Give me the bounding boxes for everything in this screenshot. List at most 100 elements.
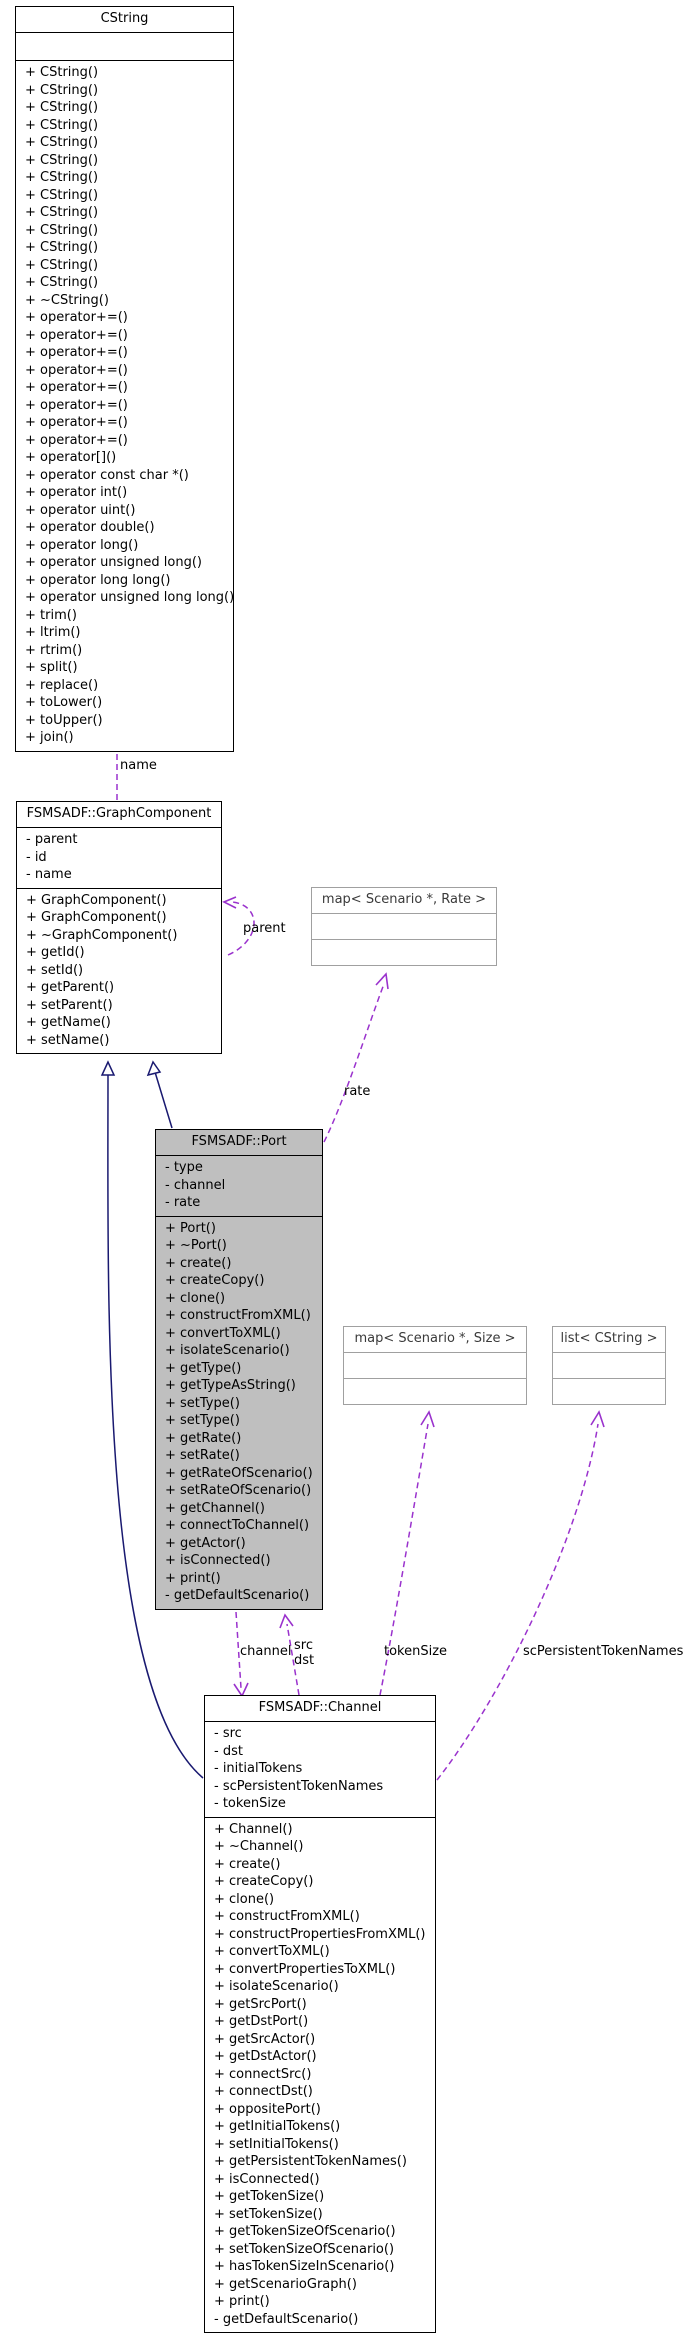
class-map-scenario-size[interactable]: map< Scenario *, Size > bbox=[343, 1326, 527, 1405]
class-method: + setRateOfScenario() bbox=[165, 1483, 312, 1498]
class-method: + getRateOfScenario() bbox=[165, 1465, 313, 1481]
class-method: + setTokenSizeOfScenario() bbox=[214, 2241, 395, 2257]
edge-token-size bbox=[379, 1423, 429, 1696]
class-method: + getActor() bbox=[165, 1535, 246, 1551]
class-method: + operator+=() bbox=[25, 432, 128, 448]
class-method: + oppositePort() bbox=[214, 2101, 321, 2117]
class-list-cstring[interactable]: list< CString > bbox=[552, 1326, 666, 1405]
class-title: FSMSADF::Port bbox=[191, 1134, 287, 1149]
class-map-scenario-rate[interactable]: map< Scenario *, Rate > bbox=[311, 887, 497, 966]
class-method: + operator uint() bbox=[25, 502, 136, 518]
attribute-section: - parent- id- name bbox=[17, 827, 221, 888]
class-method: + getInitialTokens() bbox=[214, 2119, 341, 2134]
class-method: + operator int() bbox=[25, 485, 128, 500]
class-method: + replace() bbox=[25, 677, 99, 693]
method-section: + Port()+ ~Port()+ create()+ createCopy(… bbox=[156, 1215, 322, 1609]
class-method: + GraphComponent() bbox=[26, 910, 167, 925]
edge-label-src: src bbox=[294, 1638, 313, 1653]
edge-parent bbox=[227, 901, 255, 956]
class-title: list< CString > bbox=[560, 1331, 658, 1346]
class-method: + getId() bbox=[26, 945, 85, 960]
class-method: + toLower() bbox=[25, 695, 103, 710]
class-method: + operator+=() bbox=[25, 327, 128, 343]
class-method: + connectToChannel() bbox=[165, 1518, 310, 1533]
class-method: + ltrim() bbox=[25, 625, 81, 640]
method-section bbox=[312, 939, 496, 965]
class-method: + setParent() bbox=[26, 997, 113, 1013]
class-method: + operator+=() bbox=[25, 397, 128, 413]
edge-label-token-size: tokenSize bbox=[384, 1644, 448, 1659]
class-method: + operator+=() bbox=[25, 345, 128, 360]
class-method: - getDefaultScenario() bbox=[214, 2311, 359, 2327]
edge-label-sc-persistent-token-names: scPersistentTokenNames bbox=[523, 1644, 684, 1659]
class-method: + ~Channel() bbox=[214, 1839, 304, 1854]
class-method: + create() bbox=[165, 1255, 232, 1271]
class-attribute: - rate bbox=[165, 1195, 201, 1210]
class-method: + setType() bbox=[165, 1413, 240, 1428]
class-title: FSMSADF::GraphComponent bbox=[26, 806, 212, 821]
class-method: + operator long long() bbox=[25, 572, 171, 588]
attribute-section bbox=[16, 32, 233, 60]
class-method: + operator+=() bbox=[25, 415, 128, 430]
class-method: + isolateScenario() bbox=[214, 1979, 339, 1994]
edge-sc-persistent-token-names bbox=[436, 1423, 599, 1781]
class-title: map< Scenario *, Rate > bbox=[321, 892, 487, 907]
association-arrowhead bbox=[375, 972, 389, 990]
association-arrowhead bbox=[222, 896, 237, 909]
class-method: + convertToXML() bbox=[214, 1944, 330, 1959]
method-section bbox=[344, 1378, 526, 1404]
class-method: + isConnected() bbox=[165, 1553, 271, 1568]
edge-rate bbox=[323, 983, 385, 1143]
class-attribute: - scPersistentTokenNames bbox=[214, 1778, 384, 1794]
class-method: + rtrim() bbox=[25, 642, 83, 658]
class-method: + clone() bbox=[165, 1290, 226, 1306]
inheritance-arrowhead bbox=[146, 1060, 162, 1077]
class-attribute: - type bbox=[165, 1160, 203, 1175]
association-arrowhead bbox=[590, 1410, 605, 1428]
class-attribute: - dst bbox=[214, 1743, 243, 1759]
class-method: + Channel() bbox=[214, 1821, 293, 1837]
class-method: + CString() bbox=[25, 135, 99, 150]
class-method: + CString() bbox=[25, 117, 99, 133]
class-method: + getDstPort() bbox=[214, 2014, 309, 2029]
method-section bbox=[553, 1378, 665, 1404]
class-method: + print() bbox=[165, 1570, 221, 1586]
association-arrowhead bbox=[420, 1410, 435, 1428]
method-section: + GraphComponent()+ GraphComponent()+ ~G… bbox=[17, 887, 221, 1054]
class-channel[interactable]: FSMSADF::Channel - src- dst- initialToke… bbox=[204, 1695, 436, 2333]
attribute-section bbox=[344, 1352, 526, 1378]
class-method: + create() bbox=[214, 1856, 281, 1872]
class-attribute: - channel bbox=[165, 1177, 226, 1193]
class-method: + CString() bbox=[25, 257, 99, 273]
class-port[interactable]: FSMSADF::Port - type- channel- rate + Po… bbox=[155, 1129, 323, 1610]
class-method: + getSrcPort() bbox=[214, 1996, 307, 2012]
class-method: - getDefaultScenario() bbox=[165, 1588, 310, 1603]
class-method: + setRate() bbox=[165, 1448, 240, 1463]
class-method: + CString() bbox=[25, 170, 99, 185]
edge-src-dst bbox=[286, 1623, 300, 1696]
class-method: + CString() bbox=[25, 222, 99, 238]
class-cstring[interactable]: CString + CString()+ CString()+ CString(… bbox=[15, 6, 234, 752]
class-attribute: - parent bbox=[26, 832, 78, 847]
method-section: + CString() + CString() + CString() + CStri… bbox=[16, 60, 234, 751]
class-method: + hasTokenSizeInScenario() bbox=[214, 2259, 395, 2274]
class-graph-component[interactable]: FSMSADF::GraphComponent - parent- id- na… bbox=[16, 801, 222, 1054]
edge-label-dst: dst bbox=[294, 1653, 315, 1668]
class-method: + getTokenSizeOfScenario() bbox=[214, 2224, 396, 2239]
class-method: + constructFromXML() bbox=[165, 1308, 311, 1323]
edge-label-rate: rate bbox=[344, 1084, 371, 1099]
class-method: + CString() bbox=[25, 65, 99, 80]
edge-label-parent: parent bbox=[243, 921, 286, 936]
class-method: + print() bbox=[214, 2294, 270, 2309]
class-method: + constructFromXML() bbox=[214, 1909, 360, 1924]
association-arrowhead bbox=[279, 1613, 294, 1629]
class-method: + ~Port() bbox=[165, 1238, 227, 1253]
edge-channel bbox=[235, 1611, 242, 1689]
class-method: + ~CString() bbox=[25, 292, 109, 308]
class-method: + constructPropertiesFromXML() bbox=[214, 1926, 426, 1942]
edge-label-name: name bbox=[120, 758, 157, 773]
class-method: + operator const char *() bbox=[25, 467, 189, 483]
class-attribute: - initialTokens bbox=[214, 1761, 303, 1776]
attribute-section bbox=[553, 1352, 665, 1378]
class-method: + getParent() bbox=[26, 980, 115, 995]
